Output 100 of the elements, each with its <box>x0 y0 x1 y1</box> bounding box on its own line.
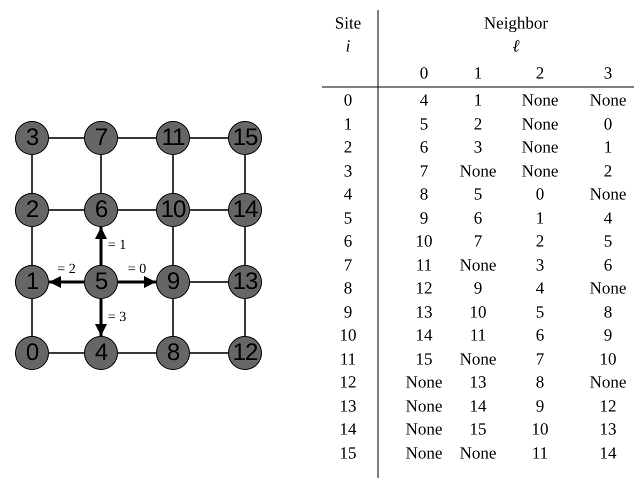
table-cell: 9 <box>604 326 612 344</box>
table-cell: None <box>590 186 626 202</box>
table-cell: 1 <box>344 115 352 132</box>
table-cell: None <box>522 115 558 132</box>
table-cell: 10 <box>340 326 356 344</box>
table-cell: 6 <box>344 232 352 250</box>
table-cell: 11 <box>340 350 356 367</box>
table-cell: 8 <box>344 280 352 296</box>
table-cell: None <box>460 444 496 461</box>
arrow <box>95 227 107 265</box>
site-circle: 13 <box>228 265 262 299</box>
table-cell: 4 <box>344 186 352 202</box>
table-cell: 12 <box>416 280 432 296</box>
table-cell: 5 <box>604 232 612 250</box>
connector-line <box>49 137 84 139</box>
edge-label: = 1 <box>108 239 126 253</box>
table-cell: 4 <box>420 92 428 108</box>
table-cell: None <box>460 162 496 179</box>
table-cell: 5 <box>474 186 482 202</box>
table-cell: 14 <box>416 326 432 344</box>
column-subheader: ℓ <box>512 38 520 54</box>
table-cell: 10 <box>470 303 486 320</box>
table-cell: 1 <box>536 209 544 226</box>
table-cell: 7 <box>474 232 482 250</box>
table-cell: 5 <box>344 209 352 226</box>
column-subheader: i <box>346 38 350 54</box>
table-cell: 6 <box>536 326 544 344</box>
table-cell: 8 <box>604 303 612 320</box>
table-cell: 3 <box>344 162 352 179</box>
table-cell: None <box>590 280 626 296</box>
connector-line <box>31 155 33 193</box>
table-cell: 7 <box>344 256 352 273</box>
site-circle: 8 <box>156 336 190 370</box>
site-circle: 10 <box>156 193 190 227</box>
table-cell: None <box>406 397 442 414</box>
table-cell: 9 <box>536 397 544 414</box>
table-cell: 14 <box>470 397 486 414</box>
table-cell: 4 <box>604 209 612 226</box>
connector-line <box>100 155 102 193</box>
table-cell: 11 <box>416 256 432 273</box>
connector-line <box>49 352 84 354</box>
table-cell: 13 <box>340 397 356 414</box>
table-cell: 2 <box>474 115 482 132</box>
table-cell: 8 <box>536 374 544 390</box>
table-cell: 14 <box>340 420 356 438</box>
connector-line <box>190 352 228 354</box>
table-cell: 9 <box>344 303 352 320</box>
table-cell: None <box>522 138 558 156</box>
table-cell: 14 <box>600 444 616 461</box>
table-cell: 9 <box>474 280 482 296</box>
table-cell: 3 <box>474 138 482 156</box>
table-cell: None <box>460 350 496 367</box>
edge-label: = 2 <box>57 263 76 277</box>
connector-line <box>118 209 156 211</box>
table-cell: None <box>406 420 442 438</box>
connector-line <box>190 281 228 283</box>
table-cell: 12 <box>340 374 356 390</box>
connector-line <box>31 227 33 265</box>
table-cell: None <box>590 374 626 390</box>
connector-line <box>190 209 228 211</box>
connector-line <box>190 137 228 139</box>
table-cell: 11 <box>470 326 486 344</box>
table-cell: 13 <box>416 303 432 320</box>
column-subheader: 3 <box>604 64 612 82</box>
table-cell: 15 <box>470 420 486 438</box>
table-cell: 1 <box>604 138 612 156</box>
arrow <box>49 276 84 288</box>
table-cell: 15 <box>340 444 356 461</box>
table-cell: 6 <box>474 209 482 226</box>
table-cell: 15 <box>416 350 432 367</box>
table-cell: 5 <box>420 115 428 132</box>
connector-line <box>172 155 174 193</box>
table-cell: None <box>460 256 496 273</box>
table-cell: 8 <box>420 186 428 202</box>
table-cell: None <box>522 92 558 108</box>
table-cell: 10 <box>416 232 432 250</box>
table-cell: 13 <box>600 420 616 438</box>
site-circle: 9 <box>156 265 190 299</box>
site-circle: 5 <box>84 265 118 299</box>
table-cell: 1 <box>474 92 482 108</box>
table-cell: 12 <box>600 397 616 414</box>
site-circle: 6 <box>84 193 118 227</box>
connector-line <box>244 227 246 265</box>
table-cell: 0 <box>344 92 352 108</box>
site-circle: 0 <box>15 336 49 370</box>
site-circle: 12 <box>228 336 262 370</box>
site-circle: 4 <box>84 336 118 370</box>
connector-line <box>244 299 246 336</box>
edge-label: = 3 <box>108 310 126 324</box>
connector-line <box>118 352 156 354</box>
table-cell: 0 <box>604 115 612 132</box>
table-cell: 7 <box>536 350 544 367</box>
table-cell: None <box>406 374 442 390</box>
table-cell: 4 <box>536 280 544 296</box>
connector-line <box>244 155 246 193</box>
edge-label: = 0 <box>128 263 146 277</box>
table-cell: 13 <box>470 374 486 390</box>
site-circle: 7 <box>84 121 118 155</box>
table-cell: 2 <box>604 162 612 179</box>
table-cell: None <box>406 444 442 461</box>
